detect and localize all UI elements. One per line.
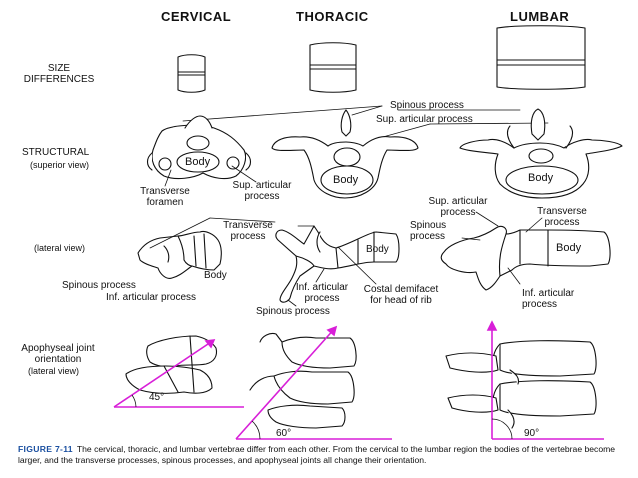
size-body-cervical	[177, 54, 206, 93]
caption-text: The cervical, thoracic, and lumbar verte…	[18, 444, 616, 465]
lateral-lumbar	[440, 225, 611, 291]
label-costal-demifacet: Costal demifacet for head of rib	[363, 284, 439, 306]
label-body-cervical-lat: Body	[204, 270, 227, 281]
apophyseal-lumbar	[445, 340, 597, 429]
label-body-lumbar-sup: Body	[528, 172, 554, 184]
header-cervical: CERVICAL	[161, 9, 232, 24]
label-body-cervical-sup: Body	[185, 156, 211, 168]
size-body-lumbar	[496, 25, 586, 90]
label-inf-articular-thoracic: Inf. articular process	[295, 282, 349, 304]
row-label-lateral-view: (lateral view)	[34, 243, 86, 253]
label-transverse-foramen: Transverse foramen	[140, 186, 190, 208]
label-transverse-process-lumbar: Transverse process	[537, 206, 587, 228]
superior-thoracic	[271, 109, 419, 199]
label-sup-articular-cervical: Sup. articular process	[232, 180, 292, 202]
lateral-thoracic	[275, 225, 400, 303]
label-sup-articular-lumbar: Sup. articular process	[428, 196, 488, 218]
angle-lumbar: 90°	[524, 428, 540, 439]
label-inf-articular-cervical: Inf. articular process	[106, 292, 197, 303]
superior-lumbar	[459, 108, 623, 199]
angle-cervical: 45°	[149, 392, 165, 403]
header-lumbar: LUMBAR	[510, 9, 570, 24]
caption-figure-number: FIGURE 7-11	[18, 444, 73, 454]
row-label-superior-view: (superior view)	[30, 160, 90, 170]
angle-thoracic: 60°	[276, 428, 292, 439]
label-spinous-process-lumbar: Spinous process	[410, 220, 447, 242]
label-transverse-process-thoracic: Transverse process	[223, 220, 273, 242]
label-body-thoracic-lat: Body	[366, 244, 389, 255]
label-spinous-process-cervical: Spinous process	[62, 280, 136, 291]
row-label-apophyseal-lateral: (lateral view)	[28, 366, 80, 376]
label-spinous-process-thoracic: Spinous process	[256, 306, 330, 317]
apophyseal-cervical	[125, 335, 218, 394]
row-label-size: SIZE DIFFERENCES	[23, 63, 95, 85]
label-inf-articular-lumbar: Inf. articular process	[522, 288, 575, 310]
header-thoracic: THORACIC	[296, 9, 369, 24]
label-body-lumbar-lat: Body	[556, 242, 582, 254]
label-body-thoracic-sup: Body	[333, 174, 359, 186]
size-body-thoracic	[309, 42, 357, 93]
row-label-apophyseal: Apophyseal joint orientation	[21, 343, 95, 365]
label-spinous-process-top: Spinous process	[390, 100, 464, 111]
superior-cervical	[146, 115, 252, 180]
label-sup-articular-top: Sup. articular process	[376, 114, 473, 125]
apophyseal-thoracic	[249, 332, 357, 429]
row-label-structural: STRUCTURAL	[22, 147, 90, 158]
